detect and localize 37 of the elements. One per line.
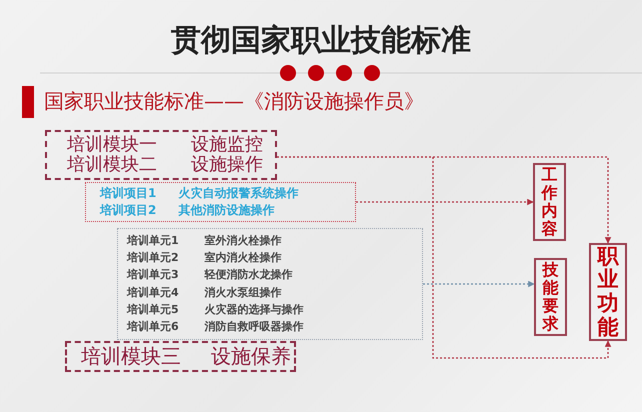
label-box bbox=[533, 163, 566, 241]
arrow bbox=[277, 156, 612, 359]
arrow bbox=[423, 280, 535, 288]
box-text: 室外消火栓操作 bbox=[204, 234, 283, 247]
box-text: 设施保养 bbox=[211, 345, 291, 368]
label-box bbox=[534, 258, 567, 336]
label-box bbox=[589, 243, 627, 341]
box-text: 轻便消防水龙操作 bbox=[204, 269, 294, 282]
box-text: 设施操作 bbox=[191, 155, 263, 176]
box-text: 火灾器的选择与操作 bbox=[204, 304, 304, 316]
box-text: 工作内容 bbox=[542, 166, 558, 238]
box-text: 其他消防设施操作 bbox=[178, 204, 276, 218]
unit-box bbox=[117, 228, 423, 340]
box-text: 培训项目2 bbox=[100, 204, 156, 218]
box-text: 设施监控 bbox=[191, 134, 263, 155]
box-text: 培训单元6 bbox=[127, 321, 179, 334]
box-text: 培训项目1 bbox=[100, 186, 156, 200]
box-text: 室内消火栓操作 bbox=[204, 252, 283, 264]
subtitle: 国家职业技能标准——《消防设施操作员》 bbox=[44, 88, 424, 115]
box-text: 消火水泵组操作 bbox=[204, 286, 283, 299]
module-box bbox=[65, 341, 296, 372]
box-text: 职业功能 bbox=[598, 244, 618, 340]
box-text: 培训单元2 bbox=[127, 252, 179, 264]
project-box bbox=[85, 182, 356, 222]
box-text: 消防自救呼吸器操作 bbox=[204, 321, 304, 334]
box-text: 技能要求 bbox=[542, 261, 558, 333]
box-text: 培训模块三 bbox=[81, 345, 181, 368]
box-text: 培训模块一 bbox=[67, 134, 157, 155]
box-text: 培训单元3 bbox=[127, 269, 179, 282]
box-text: 培训单元1 bbox=[127, 234, 179, 247]
arrow bbox=[356, 198, 534, 206]
box-text: 培训单元4 bbox=[127, 286, 179, 299]
box-text: 培训模块二 bbox=[67, 155, 157, 176]
module-box bbox=[45, 130, 277, 180]
title: 贯彻国家职业技能标准 bbox=[170, 22, 472, 60]
box-text: 火灾自动报警系统操作 bbox=[178, 186, 298, 200]
box-text: 培训单元5 bbox=[127, 304, 179, 316]
